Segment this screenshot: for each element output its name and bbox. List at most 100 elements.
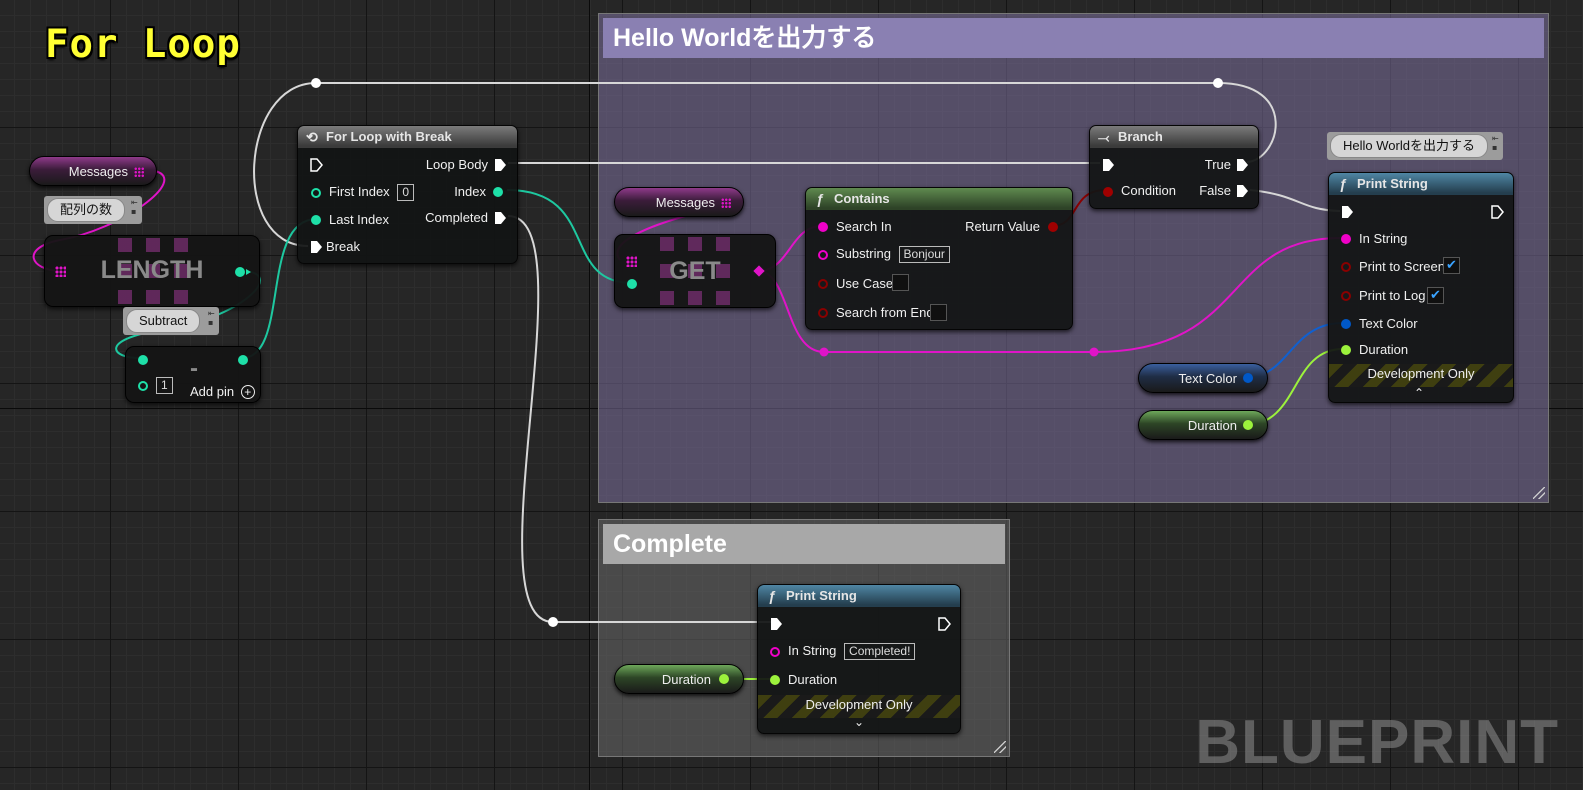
condition-pin[interactable] <box>1103 187 1113 197</box>
print-string-node-2[interactable]: ƒ Print String In String Completed! Dura… <box>757 584 961 734</box>
branch-header[interactable]: ⤙ Branch <box>1090 126 1258 148</box>
print2-duration-label: Duration <box>788 672 838 687</box>
print-comment-bubble[interactable]: Hello Worldを出力する ⇤▪ <box>1327 132 1503 160</box>
completed-pin[interactable] <box>494 211 507 225</box>
duration-variable-2[interactable]: Duration <box>614 664 744 694</box>
substring-value[interactable]: Bonjour <box>898 246 950 263</box>
use-case-pin[interactable] <box>818 279 828 289</box>
print-comment-text: Hello Worldを出力する <box>1330 134 1488 158</box>
first-index-pin[interactable] <box>311 188 321 198</box>
pin-icon[interactable]: ⇤▪ <box>208 309 215 327</box>
return-value-pin[interactable] <box>1048 222 1058 232</box>
messages-label: Messages <box>68 164 128 179</box>
comment-complete-header[interactable]: Complete <box>603 524 1005 564</box>
contains-node[interactable]: ƒ Contains Search In Return Value Substr… <box>805 187 1073 330</box>
wire-false-print <box>1249 189 1341 212</box>
branch-node[interactable]: ⤙ Branch True Condition False <box>1089 125 1259 209</box>
for-loop-header[interactable]: ⟲ For Loop with Break <box>298 126 517 148</box>
print-to-log-checkbox[interactable]: ✔ <box>1427 287 1444 304</box>
index-pin[interactable] <box>493 187 503 197</box>
comment-hello-world-header[interactable]: Hello Worldを出力する <box>603 18 1544 58</box>
print-string-2-header[interactable]: ƒ Print String <box>758 585 960 607</box>
print2-exec-in-pin[interactable] <box>770 617 783 631</box>
function-icon: ƒ <box>768 588 776 604</box>
get-node[interactable]: GET <box>614 234 776 308</box>
array-input-pin[interactable] <box>626 256 637 267</box>
duration-var-pin[interactable] <box>1243 420 1253 430</box>
duration-var-label: Duration <box>661 672 711 687</box>
print2-in-string-pin[interactable] <box>770 647 780 657</box>
substring-pin[interactable] <box>818 250 828 260</box>
branch-icon: ⤙ <box>1098 129 1110 145</box>
subtract-output-pin[interactable] <box>238 355 248 365</box>
length-output-pin[interactable] <box>235 267 245 277</box>
messages-variable-mid[interactable]: Messages <box>614 187 744 217</box>
print-string-node[interactable]: ƒ Print String In String Print to Screen… <box>1328 172 1514 403</box>
array-input-pin[interactable] <box>55 266 66 277</box>
subtract-input-b-pin[interactable] <box>138 381 148 391</box>
chevron-up-icon[interactable]: ⌃ <box>1414 386 1425 400</box>
branch-exec-in-pin[interactable] <box>1102 158 1115 172</box>
print-exec-out-pin[interactable] <box>1491 205 1504 219</box>
print2-in-string-value[interactable]: Completed! <box>844 643 916 660</box>
contains-header[interactable]: ƒ Contains <box>806 188 1072 210</box>
length-node[interactable]: LENGTH <box>44 235 260 307</box>
print-to-screen-checkbox[interactable]: ✔ <box>1443 257 1460 274</box>
subtract-symbol: - <box>190 355 198 382</box>
loop-body-pin[interactable] <box>494 158 507 172</box>
wire-get-print <box>757 237 1341 353</box>
text-color-pin[interactable] <box>1341 319 1351 329</box>
chevron-down-icon[interactable]: ⌄ <box>854 715 865 729</box>
duration-var-pin[interactable] <box>719 674 729 684</box>
print-string-header[interactable]: ƒ Print String <box>1329 173 1513 195</box>
print2-duration-pin[interactable] <box>770 675 780 685</box>
false-pin[interactable] <box>1236 184 1249 198</box>
get-index-pin[interactable] <box>627 279 637 289</box>
first-index-value[interactable]: 0 <box>397 184 414 201</box>
messages-variable-left[interactable]: Messages <box>29 156 157 186</box>
pin-icon[interactable]: ⇤▪ <box>1492 134 1499 152</box>
subtract-input-a-pin[interactable] <box>138 355 148 365</box>
length-comment-bubble[interactable]: 配列の数 ⇤▪ <box>44 196 142 224</box>
resize-handle-icon[interactable] <box>1533 487 1545 499</box>
search-from-end-checkbox[interactable] <box>930 304 947 321</box>
loop-icon: ⟲ <box>306 129 318 145</box>
exec-in-pin[interactable] <box>310 158 323 172</box>
true-pin[interactable] <box>1236 158 1249 172</box>
duration-variable[interactable]: Duration <box>1138 410 1268 440</box>
text-color-var-pin[interactable] <box>1243 373 1253 383</box>
pin-arrow-icon <box>246 269 251 275</box>
reroute-node <box>548 617 558 627</box>
add-pin-button[interactable]: Add pin + <box>190 384 255 399</box>
search-in-pin[interactable] <box>818 222 828 232</box>
subtract-node[interactable]: - 1 Add pin + <box>125 346 261 403</box>
for-loop-with-break-node[interactable]: ⟲ For Loop with Break Loop Body First In… <box>297 125 518 264</box>
pin-icon[interactable]: ⇤▪ <box>131 198 138 216</box>
print-exec-in-pin[interactable] <box>1341 205 1354 219</box>
reroute-node <box>1089 347 1099 357</box>
array-watermark-icon <box>118 238 188 304</box>
last-index-pin[interactable] <box>311 215 321 225</box>
search-from-end-pin[interactable] <box>818 308 828 318</box>
wire-index-get <box>506 189 633 284</box>
comment-complete-title: Complete <box>613 530 727 558</box>
in-string-pin[interactable] <box>1341 234 1351 244</box>
use-case-label: Use Case <box>836 276 894 291</box>
wire-break-loop <box>253 82 1277 247</box>
print2-exec-out-pin[interactable] <box>938 617 951 631</box>
contains-title: Contains <box>834 191 890 206</box>
duration-var-label: Duration <box>1187 418 1237 433</box>
index-label: Index <box>454 184 486 199</box>
resize-handle-icon[interactable] <box>994 741 1006 753</box>
use-case-checkbox[interactable] <box>892 274 909 291</box>
search-in-label: Search In <box>836 219 892 234</box>
break-pin[interactable] <box>310 240 323 254</box>
subtract-comment-bubble[interactable]: Subtract ⇤▪ <box>123 307 219 335</box>
subtract-value-box[interactable]: 1 <box>156 377 173 394</box>
duration-pin[interactable] <box>1341 345 1351 355</box>
print-to-log-pin[interactable] <box>1341 291 1351 301</box>
for-loop-title: For Loop with Break <box>326 129 452 144</box>
last-index-label: Last Index <box>329 212 389 227</box>
print-to-screen-pin[interactable] <box>1341 262 1351 272</box>
text-color-variable[interactable]: Text Color <box>1138 363 1268 393</box>
